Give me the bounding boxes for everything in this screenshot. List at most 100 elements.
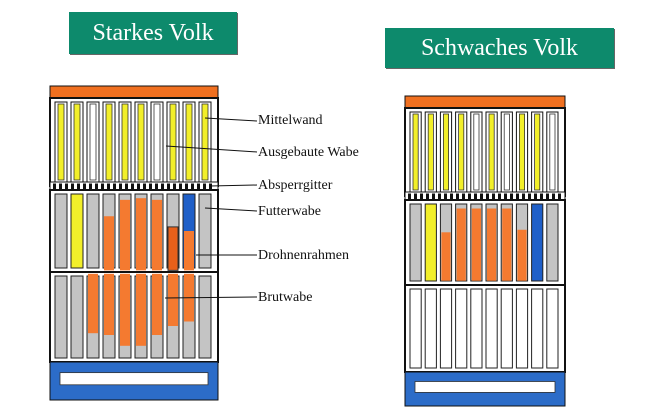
label-futterwabe: Futterwabe [258,204,321,219]
weak-brood-frame [409,203,422,282]
strong-brood-patch [168,273,178,326]
weak-super-comb-foundation [458,113,465,191]
callout-line-mittelwand [204,117,258,122]
strong-super-comb-drawn [153,103,161,181]
weak-super-comb-drawn [473,113,480,191]
strong-excluder-bar [191,183,194,190]
callout-line-ausgebaute-wabe [165,145,258,153]
weak-super-comb-foundation [442,113,449,191]
weak-excluder-bar [540,193,543,200]
strong-drone-frame-patch [167,226,179,271]
weak-excluder-bar [528,193,531,200]
weak-excluder-bar [534,193,537,200]
weak-super-comb-foundation [427,113,434,191]
strong-brood-patch [136,273,146,346]
weak-brood-frame [531,288,544,369]
weak-brood-frame [485,288,498,369]
title-weak-colony: Schwaches Volk [385,28,614,68]
weak-brood-frame [546,203,559,282]
strong-brood-frame [54,193,68,269]
weak-excluder-bar [468,193,471,200]
weak-brood-patch [471,208,481,281]
strong-excluder-bar [173,183,176,190]
strong-excluder-bar [197,183,200,190]
weak-brood-frame [455,288,468,369]
weak-brood-frame [515,288,529,369]
strong-super-comb-foundation [185,103,193,181]
strong-excluder-bar [89,183,92,190]
strong-excluder-bar [131,183,134,190]
weak-excluder-bar [558,193,561,200]
strong-super-comb-foundation [57,103,65,181]
title-strong-colony: Starkes Volk [69,12,237,54]
weak-super-comb-drawn [503,113,510,191]
weak-super-comb-foundation [534,113,541,191]
weak-brood-patch [487,208,497,281]
strong-excluder-bar [101,183,104,190]
weak-excluder-bar [444,193,447,200]
strong-excluder-bar [161,183,164,190]
strong-excluder-bar [77,183,80,190]
weak-floor-entrance [414,381,556,393]
strong-excluder-bar [53,183,56,190]
callout-line-futterwabe [204,207,258,212]
weak-brood-frame [424,288,437,369]
strong-brood-patch [120,199,130,271]
weak-brood-frame [546,288,559,369]
strong-hive-lid [49,85,219,99]
label-mittelwand: Mittelwand [258,113,323,128]
strong-brood-patch [136,198,146,271]
strong-super-comb-foundation [121,103,129,181]
weak-brood-patch [502,208,512,281]
label-brutwabe: Brutwabe [258,290,313,305]
label-ausgebaute-wabe: Ausgebaute Wabe [258,145,359,160]
weak-excluder-bar [480,193,483,200]
weak-brood-patch [517,229,527,281]
strong-brood-frame [70,193,84,269]
weak-excluder-bar [510,193,513,200]
strong-excluder-bar [71,183,74,190]
weak-brood-patch [456,208,466,281]
weak-brood-frame [531,203,544,282]
strong-excluder-bar [203,183,206,190]
weak-brood-frame [424,203,437,282]
weak-super-comb-foundation [519,113,526,191]
weak-excluder-bar [522,193,525,200]
strong-brood-frame [70,275,84,359]
weak-excluder-bar [474,193,477,200]
strong-super-comb-foundation [201,103,209,181]
strong-super-comb-foundation [169,103,177,181]
strong-excluder-bar [83,183,86,190]
weak-excluder-bar [498,193,501,200]
strong-brood-patch [104,216,114,271]
label-absperrgitter: Absperrgitter [258,178,333,193]
weak-excluder-bar [432,193,435,200]
strong-excluder-bar [143,183,146,190]
weak-super-comb-foundation [412,113,419,191]
strong-excluder-bar [167,183,170,190]
weak-excluder-bar [408,193,411,200]
weak-excluder-bar [504,193,507,200]
strong-excluder-bar [137,183,140,190]
strong-brood-frame [86,193,100,269]
weak-super-comb-foundation [488,113,495,191]
weak-super-comb-drawn [549,113,556,191]
strong-super-comb-foundation [105,103,113,181]
strong-brood-patch [152,273,162,335]
weak-excluder-bar [426,193,429,200]
strong-brood-patch [184,231,194,271]
strong-excluder-bar [149,183,152,190]
strong-excluder-bar [119,183,122,190]
weak-brood-frame [409,288,422,369]
weak-excluder-bar [414,193,417,200]
weak-hive-lid [404,95,566,109]
weak-excluder-bar [516,193,519,200]
strong-brood-frame [198,193,212,269]
strong-excluder-bar [209,183,212,190]
weak-excluder-bar [438,193,441,200]
strong-brood-frame [198,275,212,359]
strong-super-comb-drawn [89,103,97,181]
weak-excluder-bar [552,193,555,200]
weak-brood-frame [500,288,513,369]
strong-excluder-bar [185,183,188,190]
